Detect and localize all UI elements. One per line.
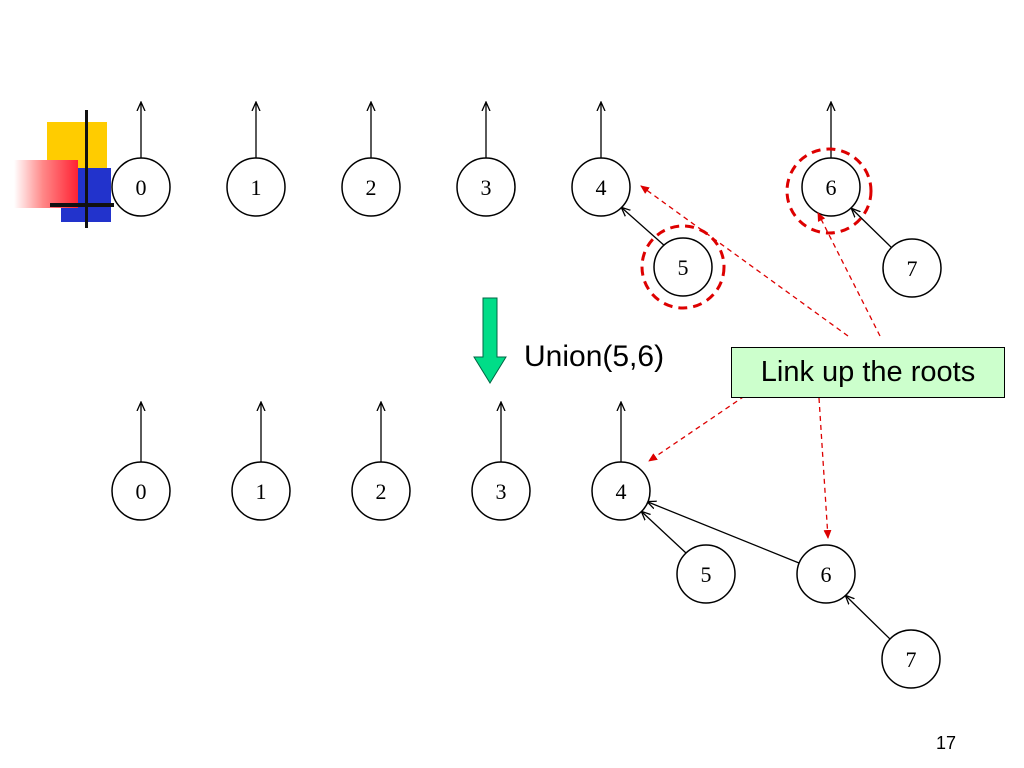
deco-vertical-line [85, 110, 88, 228]
highlight-circle-6 [785, 147, 873, 235]
node-4: 4 [571, 157, 631, 217]
svg-text:7: 7 [907, 256, 918, 281]
after-node-2: 2 [351, 461, 411, 521]
svg-text:3: 3 [481, 175, 492, 200]
svg-text:2: 2 [376, 479, 387, 504]
after-edge-7-to-6 [846, 596, 892, 641]
down-arrow-icon [473, 297, 507, 384]
svg-text:1: 1 [251, 175, 262, 200]
svg-text:6: 6 [821, 562, 832, 587]
after-node-5: 5 [676, 544, 736, 604]
highlight-circle-5 [640, 224, 726, 310]
link-roots-callout: Link up the roots [731, 347, 1005, 398]
svg-text:6: 6 [826, 175, 837, 200]
svg-text:4: 4 [616, 479, 627, 504]
node-1: 1 [226, 157, 286, 217]
after-edge-5-to-4 [642, 512, 687, 554]
edge-5-to-4 [622, 208, 667, 248]
before-forest: 0 1 2 3 4 5 6 7 [111, 103, 942, 310]
svg-text:3: 3 [496, 479, 507, 504]
after-node-6: 6 [796, 544, 856, 604]
after-edge-6-to-4 [648, 502, 800, 564]
pointer-to-root-4 [640, 185, 849, 337]
decorative-logo [14, 110, 114, 230]
callout-text: Link up the roots [760, 356, 976, 388]
svg-text:2: 2 [366, 175, 377, 200]
svg-text:0: 0 [136, 175, 147, 200]
callout-pointers [640, 185, 881, 539]
node-6: 6 [801, 157, 861, 217]
pointer-to-root-6 [817, 212, 881, 337]
edge-7-to-6 [852, 209, 895, 251]
node-0: 0 [111, 157, 171, 217]
after-node-1: 1 [231, 461, 291, 521]
node-7: 7 [882, 238, 942, 298]
deco-red-square [14, 160, 78, 208]
after-node-4: 4 [591, 461, 651, 521]
node-5: 5 [653, 237, 713, 297]
node-2: 2 [341, 157, 401, 217]
after-node-7: 7 [881, 629, 941, 689]
pointer-to-after-node-4 [648, 390, 753, 462]
svg-text:0: 0 [136, 479, 147, 504]
deco-horizontal-line [50, 203, 114, 207]
node-3: 3 [456, 157, 516, 217]
page-number: 17 [936, 733, 957, 753]
svg-text:7: 7 [906, 647, 917, 672]
svg-text:4: 4 [596, 175, 607, 200]
union-operation-label: Union(5,6) [524, 340, 665, 373]
svg-text:1: 1 [256, 479, 267, 504]
svg-text:5: 5 [678, 255, 689, 280]
after-node-3: 3 [471, 461, 531, 521]
after-forest: 0 1 2 3 4 5 6 7 [111, 403, 941, 689]
after-node-0: 0 [111, 461, 171, 521]
svg-text:5: 5 [701, 562, 712, 587]
pointer-to-after-node-6 [818, 397, 832, 539]
